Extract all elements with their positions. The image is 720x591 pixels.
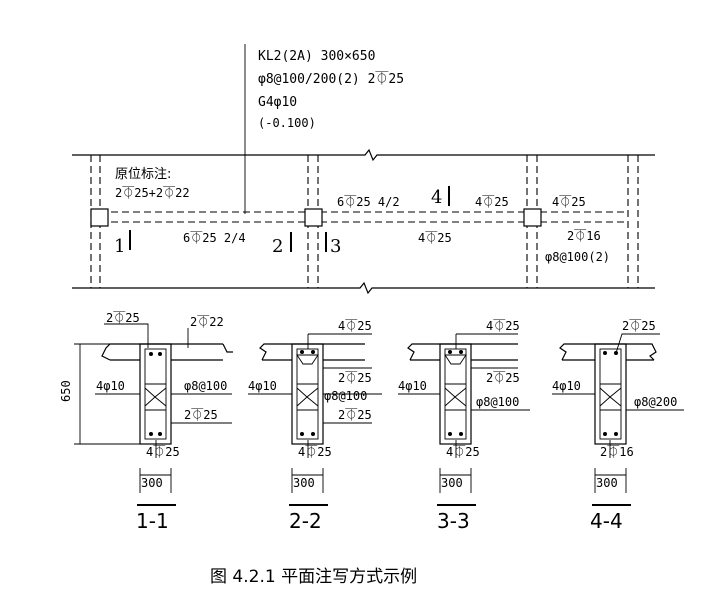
note-side: G4φ10 <box>258 95 297 110</box>
s22-bottom: 4⏁25 <box>298 444 332 459</box>
s33-side: 4φ10 <box>398 379 427 393</box>
s11-height: 650 <box>59 380 73 402</box>
s33-r1: 2⏁25 <box>486 370 520 385</box>
s11-stirrup: φ8@100 <box>184 379 227 393</box>
s22-r1: 2⏁25 <box>338 370 372 385</box>
s22-side: 4φ10 <box>248 379 277 393</box>
s11-bottom-r: 2⏁25 <box>184 407 218 422</box>
s11-bottom: 4⏁25 <box>146 444 180 459</box>
inplace-title: 原位标注: <box>115 167 171 182</box>
inplace-left-span-bottom: 6⏁25 2/4 <box>183 230 246 245</box>
s11-width: 300 <box>141 476 163 490</box>
inplace-right-span-bottom: 4⏁25 <box>418 230 452 245</box>
s44-bottom: 2⏁16 <box>600 444 634 459</box>
note-stirrup: φ8@100/200(2) 2⏁25 <box>258 72 404 87</box>
s33-top: 4⏁25 <box>486 318 520 333</box>
s33-width: 300 <box>441 476 463 490</box>
section-mark-1: 1 <box>114 236 125 257</box>
inplace-cant-stirrup: φ8@100(2) <box>545 250 610 264</box>
s11-top-right: 2⏁22 <box>190 314 224 329</box>
inplace-cant-bottom: 2⏁16 <box>567 228 601 243</box>
note-offset: (-0.100) <box>258 116 316 130</box>
figure-caption: 图 4.2.1 平面注写方式示例 <box>210 567 417 587</box>
section-3-3 <box>398 333 530 506</box>
s22-stirrup: φ8@100 <box>324 389 367 403</box>
section-mark-2: 2 <box>272 236 283 257</box>
plan-view <box>72 148 655 295</box>
s22-r2: 2⏁25 <box>338 407 372 422</box>
inplace-cant-top: 4⏁25 <box>552 194 586 209</box>
section-1-1 <box>74 323 233 506</box>
inplace-support-left: 2⏁25+2⏁22 <box>115 185 190 200</box>
s44-side: 4φ10 <box>552 379 581 393</box>
s33-stirrup: φ8@100 <box>476 395 519 409</box>
s44-width: 300 <box>596 476 618 490</box>
s44-stirrup: φ8@200 <box>634 395 677 409</box>
s11-title: 1-1 <box>136 509 169 533</box>
s33-bottom: 4⏁25 <box>446 444 480 459</box>
s22-top: 4⏁25 <box>338 318 372 333</box>
section-2-2 <box>248 333 382 506</box>
note-beam: KL2(2A) 300×650 <box>258 49 375 64</box>
section-mark-4: 4 <box>431 187 442 208</box>
inplace-right-support-top: 4⏁25 <box>475 194 509 209</box>
s44-top: 2⏁25 <box>622 318 656 333</box>
inplace-mid-support-top: 6⏁25 4/2 <box>337 194 400 209</box>
section-mark-3: 3 <box>330 236 341 257</box>
s11-top-left: 2⏁25 <box>106 310 140 325</box>
section-4-4 <box>552 333 684 506</box>
s11-side: 4φ10 <box>96 379 125 393</box>
s22-title: 2-2 <box>289 509 322 533</box>
s44-title: 4-4 <box>590 509 623 533</box>
s22-width: 300 <box>293 476 315 490</box>
s33-title: 3-3 <box>437 509 470 533</box>
